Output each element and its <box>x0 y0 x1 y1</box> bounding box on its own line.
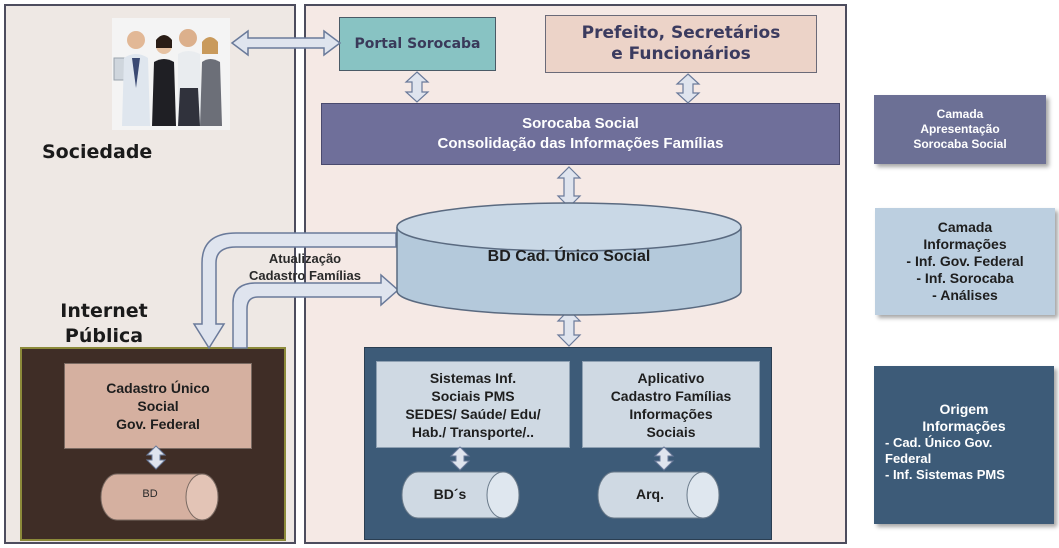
systems-db-cylinder-icon <box>401 471 520 519</box>
federal-db-cylinder-icon <box>100 473 219 521</box>
arrow-society-portal <box>230 29 342 57</box>
arrow-officials-social <box>675 73 701 104</box>
federal-db-label: BD <box>142 488 158 500</box>
layer-origin-items: - Cad. Único Gov. Federal - Inf. Sistema… <box>885 435 1005 482</box>
society-label: Sociedade <box>42 141 153 163</box>
officials-box: Prefeito, Secretários e Funcionários <box>545 15 817 73</box>
app-label: Aplicativo Cadastro Famílias Informações… <box>610 369 732 440</box>
arrow-federal-to-database <box>232 273 400 349</box>
app-db-cylinder-icon <box>597 471 720 519</box>
database-cylinder-icon <box>396 202 742 316</box>
app-db-label: Arq. <box>636 486 664 502</box>
federal-box: Cadastro Único Social Gov. Federal <box>64 363 252 449</box>
arrow-database-to-federal <box>192 232 397 350</box>
officials-label: Prefeito, Secretários e Funcionários <box>581 23 781 64</box>
layer-information-label: Camada Informações - Inf. Gov. Federal -… <box>906 219 1024 303</box>
update-families-label: Atualização Cadastro Famílias <box>249 251 361 283</box>
arrow-federal-box-db <box>145 445 167 470</box>
arrow-social-database <box>556 166 582 208</box>
layer-origin-title: Origem Informações <box>922 401 1006 434</box>
portal-label: Portal Sorocaba <box>354 36 481 52</box>
arrow-app-box-db <box>653 446 675 471</box>
layer-presentation-label: Camada Apresentação Sorocaba Social <box>913 107 1007 151</box>
systems-label: Sistemas Inf. Sociais PMS SEDES/ Saúde/ … <box>405 369 541 440</box>
sorocaba-social-box: Sorocaba Social Consolidação das Informa… <box>321 103 840 165</box>
internet-label: Internet Pública <box>60 300 148 347</box>
portal-box: Portal Sorocaba <box>339 17 496 71</box>
database-label: BD Cad. Único Social <box>487 248 651 265</box>
arrow-database-systems <box>556 309 582 347</box>
arrow-portal-social <box>404 71 430 103</box>
people-group-photo <box>112 18 230 130</box>
layer-presentation: Camada Apresentação Sorocaba Social <box>874 95 1046 164</box>
layer-origin: Origem Informações - Cad. Único Gov. Fed… <box>874 366 1054 524</box>
app-box: Aplicativo Cadastro Famílias Informações… <box>582 361 760 448</box>
layer-information: Camada Informações - Inf. Gov. Federal -… <box>875 208 1055 315</box>
arrow-systems-box-db <box>449 446 471 471</box>
systems-box: Sistemas Inf. Sociais PMS SEDES/ Saúde/ … <box>376 361 570 448</box>
systems-db-label: BD´s <box>433 486 467 502</box>
federal-box-label: Cadastro Único Social Gov. Federal <box>106 380 210 432</box>
sorocaba-social-label: Sorocaba Social Consolidação das Informa… <box>437 115 724 152</box>
